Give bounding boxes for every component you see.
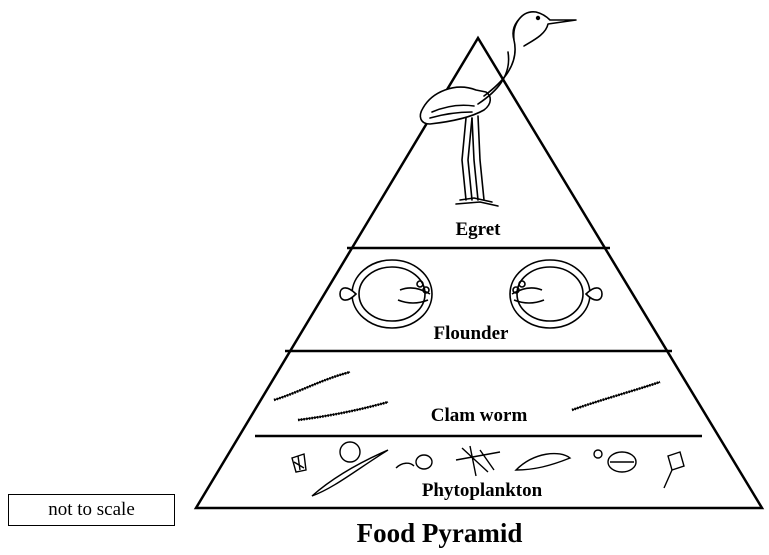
flounder-icon — [340, 260, 432, 328]
level-label-clam-worm: Clam worm — [431, 405, 528, 426]
flounder-icon — [510, 260, 602, 328]
level-label-flounder: Flounder — [434, 323, 510, 344]
egret-icon — [420, 12, 576, 206]
level-label-egret: Egret — [455, 219, 501, 240]
level-label-phytoplankton: Phytoplankton — [422, 480, 543, 501]
diagram-title: Food Pyramid — [0, 518, 769, 549]
